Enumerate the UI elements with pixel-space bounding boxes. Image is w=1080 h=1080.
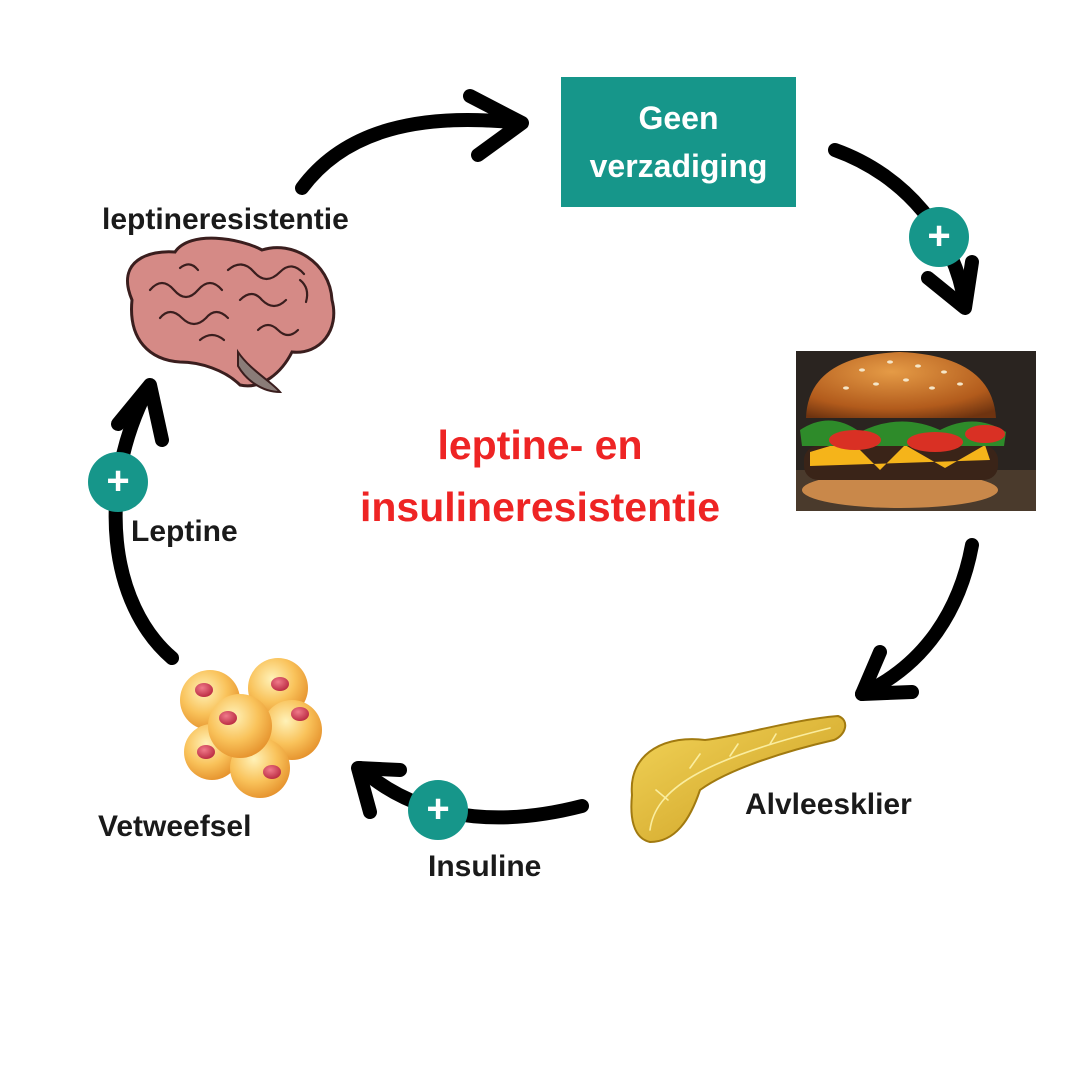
geen-verzadiging-box: Geen verzadiging: [561, 77, 796, 207]
arrow-fat-to-brain: [108, 378, 179, 665]
label-insuline: Insuline: [428, 850, 542, 883]
box-line-2: verzadiging: [589, 148, 768, 184]
plus-icon: +: [88, 452, 148, 512]
label-alvleesklier: Alvleesklier: [745, 788, 912, 821]
label-leptineresistentie: leptineresistentie: [102, 203, 349, 236]
arrow-pancreas-to-fat: [351, 761, 589, 825]
box-line-1: Geen: [638, 100, 719, 136]
label-leptine: Leptine: [131, 515, 238, 548]
plus-icon: +: [909, 207, 969, 267]
center-title-line-1: leptine- en: [437, 422, 643, 468]
label-vetweefsel: Vetweefsel: [98, 810, 252, 843]
arrow-burger-to-pancreas: [855, 538, 979, 701]
fat-cells-image: [180, 658, 322, 798]
brain-image: [126, 236, 336, 394]
plus-icon: +: [408, 780, 468, 840]
center-title: leptine- en insulineresistentie: [300, 415, 780, 538]
arrow-brain-to-box: [295, 89, 529, 195]
burger-image: [796, 351, 1036, 511]
center-title-line-2: insulineresistentie: [359, 483, 720, 530]
pancreas-image: [630, 714, 847, 844]
